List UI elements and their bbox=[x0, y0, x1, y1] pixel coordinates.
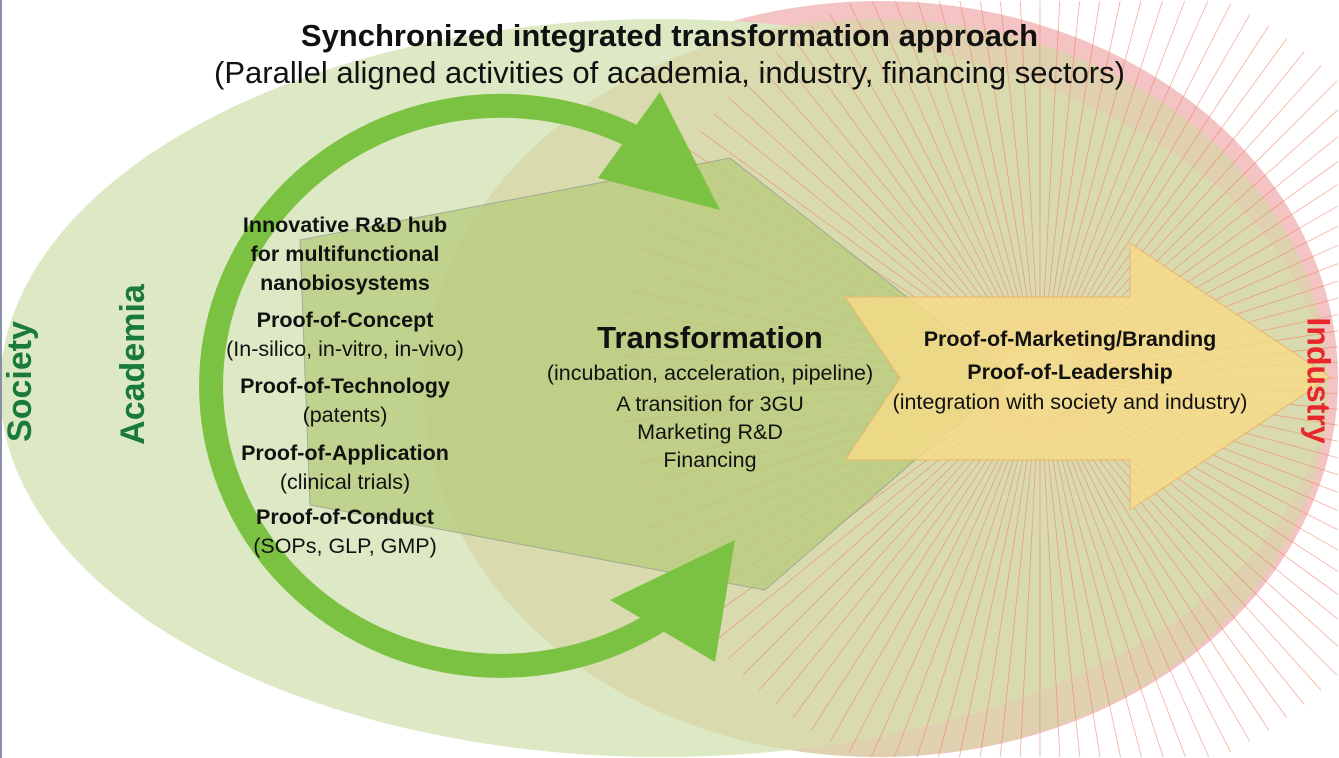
ray bbox=[938, 0, 1031, 340]
hub-line-2: for multifunctional bbox=[250, 242, 440, 266]
ray bbox=[1057, 3, 1232, 343]
diagram-title: Synchronized integrated transformation a… bbox=[300, 18, 1039, 53]
transformation-line-2: A transition for 3GU bbox=[616, 392, 804, 416]
ray bbox=[979, 417, 1035, 758]
proof-conduct-detail: (SOPs, GLP, GMP) bbox=[253, 534, 437, 558]
proof-concept-detail: (In-silico, in-vitro, in-vivo) bbox=[226, 337, 464, 361]
ray bbox=[848, 413, 1023, 753]
industry-arrow bbox=[844, 242, 1331, 511]
ray bbox=[1061, 411, 1270, 731]
transformation-line-4: Financing bbox=[663, 448, 757, 472]
ray bbox=[959, 0, 1033, 339]
arrowhead-bottom bbox=[610, 540, 735, 662]
ray bbox=[870, 414, 1025, 758]
ray bbox=[1059, 14, 1251, 344]
proof-technology-detail: (patents) bbox=[302, 403, 388, 427]
ray bbox=[1057, 413, 1232, 753]
proof-application-title: Proof-of-Application bbox=[241, 441, 449, 465]
ray bbox=[1019, 0, 1039, 339]
industry-detail: (integration with society and industry) bbox=[892, 390, 1248, 414]
ray bbox=[1051, 415, 1164, 758]
ray bbox=[917, 0, 1029, 341]
ray bbox=[1041, 417, 1061, 758]
academia-label: Academia bbox=[113, 284, 152, 445]
ray bbox=[1043, 417, 1081, 758]
ray bbox=[792, 37, 1017, 346]
ray bbox=[894, 415, 1027, 758]
ray bbox=[829, 412, 1021, 742]
ray bbox=[1059, 412, 1251, 742]
ray bbox=[999, 0, 1037, 339]
ray bbox=[1047, 417, 1121, 758]
ray bbox=[1053, 0, 1186, 341]
hub-line-3: nanobiosystems bbox=[260, 271, 430, 295]
ray bbox=[1049, 416, 1142, 758]
ray bbox=[1061, 25, 1270, 345]
academia-cycle-arrow bbox=[199, 93, 667, 678]
proof-concept-title: Proof-of-Concept bbox=[256, 308, 434, 332]
left-border bbox=[0, 0, 2, 758]
diagram-subtitle: (Parallel aligned activities of academia… bbox=[214, 55, 1125, 90]
ray bbox=[1047, 0, 1121, 339]
proof-leadership: Proof-of-Leadership bbox=[967, 360, 1173, 384]
proof-conduct-title: Proof-of-Conduct bbox=[256, 505, 434, 529]
ray bbox=[792, 410, 1017, 719]
ray bbox=[1045, 0, 1101, 339]
ray bbox=[1055, 414, 1210, 758]
ray bbox=[810, 411, 1019, 731]
proof-application-detail: (clinical trials) bbox=[279, 470, 411, 494]
ray bbox=[938, 416, 1031, 758]
ray bbox=[916, 415, 1029, 758]
proof-marketing: Proof-of-Marketing/Branding bbox=[923, 327, 1217, 351]
transformation-title: Transformation bbox=[597, 320, 823, 355]
transformation-line-3: Marketing R&D bbox=[637, 420, 783, 444]
ray bbox=[1045, 417, 1101, 758]
ray bbox=[1019, 417, 1039, 758]
proof-technology-title: Proof-of-Technology bbox=[240, 374, 450, 398]
ray bbox=[894, 0, 1027, 341]
arrowhead-top bbox=[598, 92, 720, 210]
ray bbox=[1043, 0, 1081, 339]
ray bbox=[999, 417, 1037, 758]
ray bbox=[1063, 37, 1288, 346]
ray bbox=[1051, 0, 1163, 341]
hub-line-1: Innovative R&D hub bbox=[242, 213, 448, 237]
ray bbox=[1049, 0, 1142, 340]
ray bbox=[829, 14, 1021, 344]
society-label: Society bbox=[0, 321, 39, 442]
ray bbox=[871, 0, 1025, 342]
ray bbox=[848, 3, 1023, 343]
ray bbox=[979, 0, 1035, 339]
ray bbox=[1053, 415, 1186, 758]
ray bbox=[1055, 0, 1209, 342]
ray bbox=[810, 25, 1019, 345]
transformation-line-1: (incubation, acceleration, pipeline) bbox=[546, 361, 874, 385]
ray bbox=[959, 417, 1033, 758]
ray bbox=[1041, 0, 1061, 339]
ray bbox=[1063, 410, 1288, 719]
